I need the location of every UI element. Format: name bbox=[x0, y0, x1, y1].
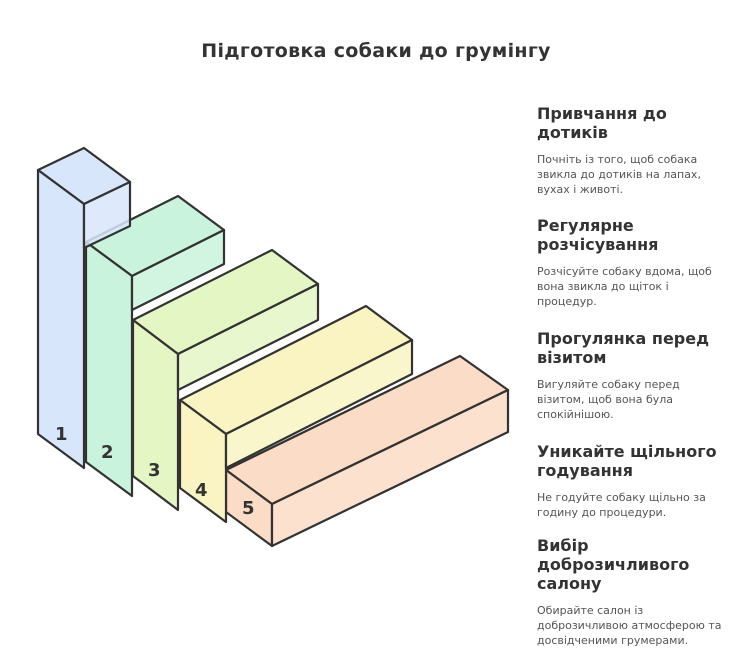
step-number-3: 3 bbox=[148, 460, 161, 481]
step-1-heading: Привчання до дотиків bbox=[537, 104, 667, 142]
staircase-diagram: 1 2 3 4 5 bbox=[36, 146, 510, 548]
step-number-2: 2 bbox=[101, 442, 114, 463]
step-5-block bbox=[224, 354, 510, 548]
step-number-4: 4 bbox=[195, 480, 208, 501]
step-3-block bbox=[131, 248, 320, 512]
step-5-description: Вибір доброзичливого салону Обирайте сал… bbox=[537, 536, 727, 648]
step-4-text: Не годуйте собаку щільно за годину до пр… bbox=[537, 491, 706, 519]
step-2-heading: Регулярне розчісування bbox=[537, 216, 659, 254]
step-1-text: Почніть із того, щоб собака звикла до до… bbox=[537, 153, 701, 196]
step-1-description: Привчання до дотиків Почніть із того, що… bbox=[537, 104, 727, 197]
step-1-block bbox=[36, 146, 132, 470]
step-2-description: Регулярне розчісування Розчісуйте собаку… bbox=[537, 216, 727, 309]
step-2-block bbox=[84, 194, 226, 498]
step-number-5: 5 bbox=[242, 498, 255, 519]
step-5-text: Обирайте салон із доброзичливою атмосфер… bbox=[537, 604, 722, 647]
step-3-description: Прогулянка перед візитом Вигуляйте собак… bbox=[537, 329, 727, 422]
step-4-block bbox=[178, 304, 414, 524]
step-4-heading: Уникайте щільного годування bbox=[537, 442, 717, 480]
step-3-text: Вигуляйте собаку перед візитом, щоб вона… bbox=[537, 378, 680, 421]
step-5-heading: Вибір доброзичливого салону bbox=[537, 536, 690, 593]
diagram-title: Підготовка собаки до грумінгу bbox=[201, 40, 551, 62]
step-4-description: Уникайте щільного годування Не годуйте с… bbox=[537, 442, 727, 520]
step-3-heading: Прогулянка перед візитом bbox=[537, 329, 710, 367]
step-2-text: Розчісуйте собаку вдома, щоб вона звикла… bbox=[537, 265, 712, 308]
step-number-1: 1 bbox=[55, 424, 68, 445]
